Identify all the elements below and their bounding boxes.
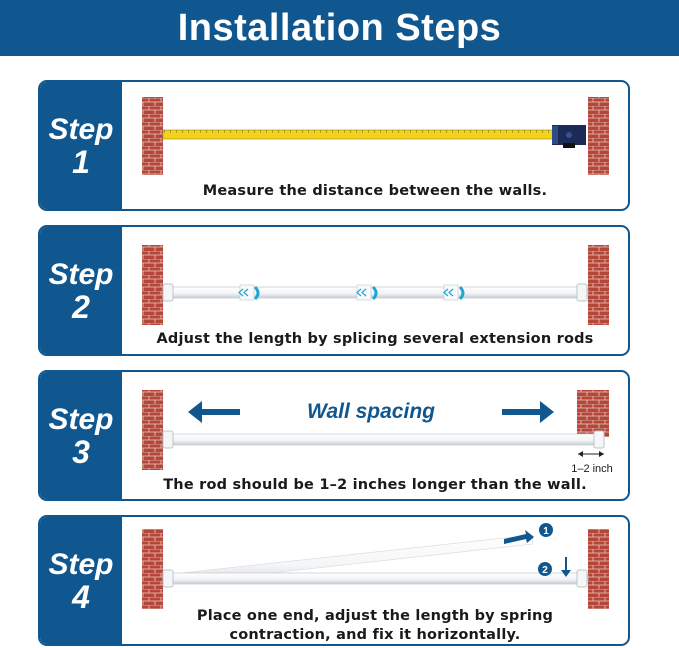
step-1-number: 1 — [72, 143, 90, 180]
page-title: Installation Steps — [177, 6, 502, 49]
step-4-label: Step 4 — [40, 517, 122, 644]
step-4-caption: Place one end, adjust the length by spri… — [122, 607, 628, 644]
step-1-illustration: Measure the distance between the walls. — [122, 82, 628, 209]
step-3-caption: The rod should be 1–2 inches longer than… — [163, 477, 587, 493]
step-4-card: Step 4 — [38, 515, 630, 646]
badge-1-label: 1 — [543, 526, 549, 537]
right-wall — [588, 245, 609, 325]
tape-measure-icon — [552, 125, 586, 148]
step-2-label: Step 2 — [40, 227, 122, 354]
step-1-caption: Measure the distance between the walls. — [202, 183, 548, 199]
step-1-word: Step — [48, 112, 114, 146]
gap-label: 1–2 inch — [571, 463, 613, 475]
push-arrow-icon — [504, 530, 534, 544]
step-2-caption: Adjust the length by splicing several ex… — [156, 331, 594, 347]
left-wall — [142, 390, 163, 470]
badge-2-label: 2 — [542, 565, 548, 576]
step-3-card: Step 3 Wall sp — [38, 370, 630, 501]
step-3-word: Step — [48, 402, 114, 436]
step-2-illustration: Adjust the length by splicing several ex… — [122, 227, 628, 354]
step-2-card: Step 2 — [38, 225, 630, 356]
left-wall — [142, 97, 163, 175]
right-wall — [577, 390, 609, 437]
extension-rod — [162, 433, 604, 446]
down-arrow-icon — [561, 557, 571, 577]
right-wall — [588, 97, 609, 175]
wall-spacing-heading: Wall spacing — [307, 400, 435, 423]
arrow-right-icon — [502, 401, 554, 423]
rod-joint-1 — [238, 284, 260, 301]
step-4-caption-line1: Place one end, adjust the length by spri… — [196, 608, 554, 624]
step-1-card: Step 1 Measure — [38, 80, 630, 211]
step-3-illustration: Wall spacing 1–2 inch The rod should be … — [122, 372, 628, 499]
arrow-left-icon — [188, 401, 240, 423]
left-wall — [142, 529, 163, 609]
badge-1 — [539, 523, 553, 537]
step-4-caption-line2: contraction, and fix it horizontally. — [229, 627, 521, 643]
gap-dimension-icon — [578, 451, 604, 457]
rod-joint-3 — [443, 284, 465, 301]
step-1-label: Step 1 — [40, 82, 122, 209]
horizontal-rod — [162, 572, 589, 585]
step-2-word: Step — [48, 257, 114, 291]
rod-joint-2 — [356, 284, 378, 301]
step-2-number: 2 — [72, 288, 90, 325]
step-4-word: Step — [48, 547, 114, 581]
right-wall — [588, 529, 609, 609]
step-4-illustration: 1 2 Place one end, adjust the length by … — [122, 517, 628, 644]
step-3-label: Step 3 — [40, 372, 122, 499]
step-4-number: 4 — [72, 578, 90, 615]
step-3-number: 3 — [72, 433, 90, 470]
left-wall — [142, 245, 163, 325]
header-banner: Installation Steps — [0, 0, 679, 56]
badge-2 — [538, 562, 552, 576]
